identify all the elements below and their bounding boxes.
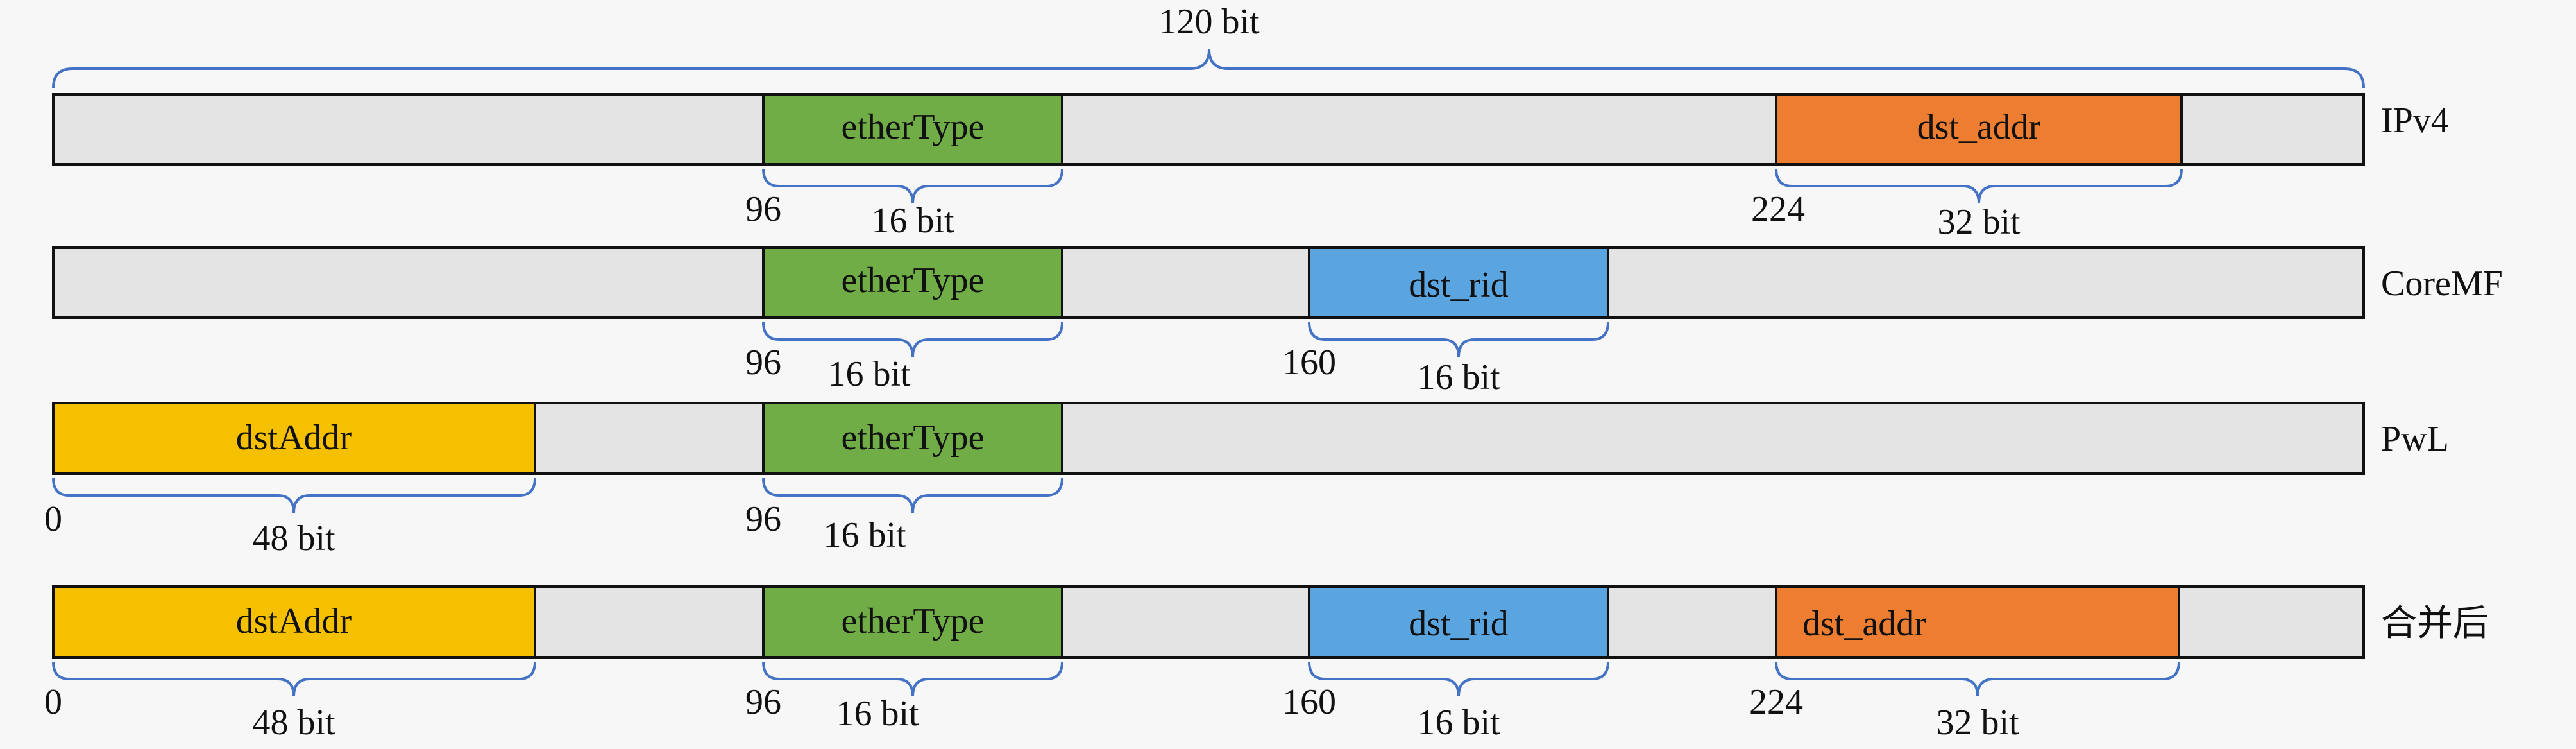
row-ipv4: IPv4 etherType 96 16 bit dst_addr 224 32… bbox=[52, 93, 2449, 242]
field-dstaddr-box bbox=[52, 402, 536, 475]
field-ethertype-box bbox=[762, 246, 1063, 319]
field-ethertype-label: etherType bbox=[841, 418, 984, 458]
field-dst-addr-offset: 224 bbox=[1751, 189, 1805, 229]
field-dst-addr-size: 32 bit bbox=[1936, 703, 2019, 743]
field-ethertype: etherType 96 16 bit bbox=[745, 402, 1063, 555]
field-ethertype-offset: 96 bbox=[745, 343, 781, 383]
field-dstaddr-size: 48 bit bbox=[252, 519, 335, 558]
field-dstaddr-label: dstAddr bbox=[236, 601, 352, 641]
row-coremf-name: CoreMF bbox=[2381, 264, 2503, 304]
row-merged: 合并后 dstAddr 0 48 bit etherType 96 16 bit… bbox=[44, 585, 2489, 743]
field-dstaddr-brace bbox=[52, 661, 536, 697]
field-ethertype-brace bbox=[762, 168, 1063, 204]
field-dst-addr: dst_addr 224 32 bit bbox=[1751, 93, 2183, 242]
field-ethertype-label: etherType bbox=[841, 261, 984, 300]
field-ethertype: etherType 96 16 bit bbox=[745, 93, 1063, 241]
field-dstaddr-offset: 0 bbox=[44, 499, 62, 539]
field-ethertype-label: etherType bbox=[841, 601, 984, 641]
field-dstaddr-box bbox=[52, 585, 536, 659]
field-dstaddr-brace bbox=[52, 478, 536, 513]
field-ethertype-offset: 96 bbox=[745, 189, 781, 229]
field-dst-addr-offset: 224 bbox=[1749, 682, 1803, 722]
field-dst-rid: dst_rid 160 16 bit bbox=[1282, 585, 1609, 743]
field-dst-addr-size: 32 bit bbox=[1937, 202, 2021, 242]
field-dst-rid-size: 16 bit bbox=[1417, 703, 1500, 743]
field-dst-addr-box bbox=[1775, 585, 2180, 659]
field-ethertype-size: 16 bit bbox=[836, 694, 919, 734]
field-dstaddr: dstAddr 0 48 bit bbox=[44, 402, 536, 558]
field-dst-rid-brace bbox=[1308, 322, 1609, 357]
row-coremf-bar bbox=[52, 246, 2365, 319]
field-ethertype-size: 16 bit bbox=[827, 354, 911, 394]
field-ethertype: etherType 96 16 bit bbox=[745, 585, 1063, 734]
field-dstaddr: dstAddr 0 48 bit bbox=[44, 585, 536, 743]
row-pwl-name: PwL bbox=[2381, 419, 2449, 459]
top-span-brace bbox=[52, 49, 2365, 89]
field-dstaddr-size: 48 bit bbox=[252, 703, 335, 743]
field-ethertype-offset: 96 bbox=[745, 499, 781, 539]
field-ethertype-box bbox=[762, 93, 1063, 166]
field-dst-addr-box bbox=[1775, 93, 2183, 166]
field-ethertype-size: 16 bit bbox=[823, 515, 906, 555]
field-dst-rid-box bbox=[1308, 246, 1609, 319]
field-dst-addr-brace bbox=[1775, 168, 2183, 204]
field-dst-rid-box bbox=[1308, 585, 1609, 659]
field-dstaddr-label: dstAddr bbox=[236, 418, 352, 458]
field-ethertype-brace bbox=[762, 661, 1063, 697]
field-dst-rid-brace bbox=[1308, 661, 1609, 697]
field-ethertype: etherType 96 16 bit bbox=[745, 246, 1063, 394]
field-ethertype-brace bbox=[762, 478, 1063, 513]
field-dst-rid-label: dst_rid bbox=[1409, 265, 1509, 305]
field-dst-rid-size: 16 bit bbox=[1417, 357, 1500, 397]
field-ethertype-box bbox=[762, 402, 1063, 475]
row-pwl: PwL dstAddr 0 48 bit etherType 96 16 bit bbox=[44, 402, 2449, 558]
field-ethertype-box bbox=[762, 585, 1063, 659]
field-dst-rid-label: dst_rid bbox=[1409, 604, 1509, 644]
field-ethertype-offset: 96 bbox=[745, 682, 781, 722]
field-ethertype-size: 16 bit bbox=[871, 201, 954, 241]
field-dst-addr-brace bbox=[1775, 661, 2180, 697]
field-dst-rid-offset: 160 bbox=[1282, 682, 1336, 722]
field-dst-addr: dst_addr 224 32 bit bbox=[1749, 585, 2180, 743]
top-span-label: 120 bit bbox=[1158, 2, 1260, 42]
row-coremf: CoreMF etherType 96 16 bit dst_rid 160 1… bbox=[52, 246, 2503, 397]
field-dst-rid: dst_rid 160 16 bit bbox=[1282, 246, 1609, 397]
field-ethertype-brace bbox=[762, 322, 1063, 357]
row-ipv4-name: IPv4 bbox=[2381, 101, 2449, 141]
row-merged-name: 合并后 bbox=[2381, 604, 2489, 644]
field-ethertype-label: etherType bbox=[841, 107, 984, 147]
field-dst-addr-label: dst_addr bbox=[1802, 604, 1926, 644]
field-dstaddr-offset: 0 bbox=[44, 682, 62, 722]
field-dst-addr-label: dst_addr bbox=[1917, 107, 2041, 147]
field-dst-rid-offset: 160 bbox=[1282, 343, 1336, 383]
